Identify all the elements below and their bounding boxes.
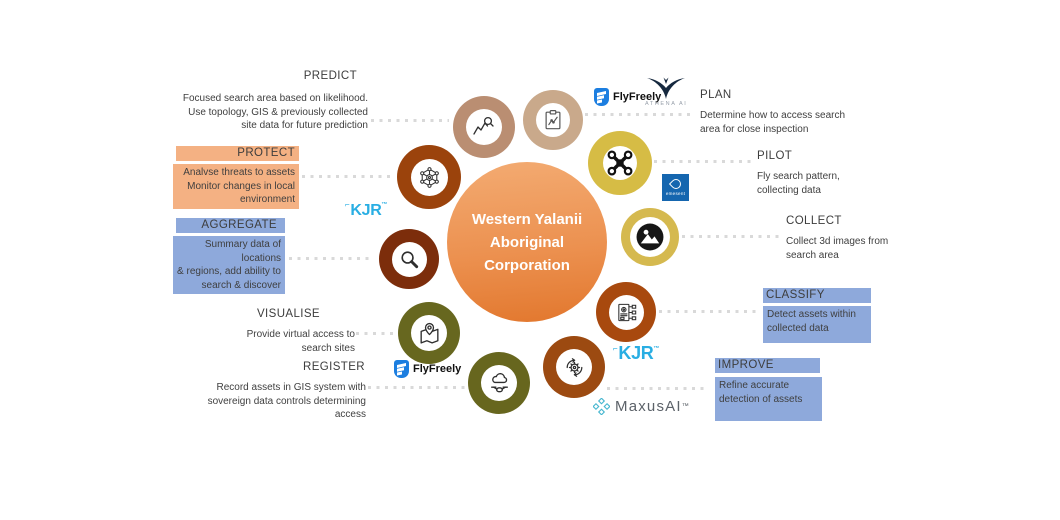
pilot-node xyxy=(588,131,652,195)
connector-classify xyxy=(659,310,759,313)
classify-node xyxy=(596,282,656,342)
emesent-logo: emesent xyxy=(662,174,689,201)
connector-pilot xyxy=(654,160,752,163)
flyfreely-logo-bottom: FlyFreely xyxy=(394,360,461,378)
aggregate-node-inner xyxy=(391,241,427,277)
visualise-node-inner xyxy=(411,315,447,351)
emesent-swirl-icon xyxy=(668,176,683,192)
plan-heading: PLAN xyxy=(700,89,732,101)
trademark-symbol: ™ xyxy=(653,346,660,352)
clipboard-chart-icon xyxy=(545,110,561,130)
gear-refresh-icon xyxy=(566,357,582,377)
kjr-logo-text: KJR xyxy=(618,343,654,363)
register-heading: REGISTER xyxy=(303,361,365,373)
flyfreely-shield-icon xyxy=(394,360,409,378)
kjr-logo-right: ⌐KJR™ xyxy=(613,343,659,364)
pilot-description: Fly search pattern, collecting data xyxy=(757,171,840,196)
predict-description: Focused search area based on likelihood.… xyxy=(182,93,368,131)
protect-node xyxy=(397,145,461,209)
athena-ai-logo: ATHENA AI xyxy=(645,74,687,107)
kjr-logo-text: KJR xyxy=(350,202,382,219)
pilot-heading: PILOT xyxy=(757,150,793,162)
connector-register xyxy=(368,386,466,389)
connector-improve xyxy=(607,387,707,390)
visualise-node xyxy=(398,302,460,364)
aggregate-node xyxy=(379,229,439,289)
connector-visualise xyxy=(356,332,396,335)
aggregate-heading: AGGREGATE xyxy=(176,218,285,233)
magnifier-icon xyxy=(400,250,418,268)
register-description: Record assets in GIS system with soverei… xyxy=(207,382,366,420)
flyfreely-logo-text: FlyFreely xyxy=(413,363,462,375)
connector-protect xyxy=(302,175,394,178)
kjr-mark-icon: ⌐ xyxy=(613,344,618,353)
connector-predict xyxy=(371,119,449,122)
register-node-inner xyxy=(481,365,517,401)
plan-description: Determine how to access search area for … xyxy=(700,110,846,135)
collect-node-inner xyxy=(630,217,670,257)
drone-cloud-icon xyxy=(490,372,508,392)
predict-node-inner xyxy=(466,109,502,145)
drone-icon xyxy=(607,150,633,176)
collect-description: Collect 3d images from search area xyxy=(786,236,889,261)
protect-node-inner xyxy=(410,158,448,196)
flyfreely-logo-text: FlyFreely xyxy=(613,91,662,103)
connector-plan xyxy=(585,113,693,116)
pilot-node-inner xyxy=(603,146,637,180)
center-title-line: Corporation xyxy=(484,256,570,274)
document-classify-icon xyxy=(617,303,636,321)
aggregate-description: Summary data of locations & regions, add… xyxy=(173,236,285,294)
improve-description: Refine accurate detection of assets xyxy=(715,377,822,421)
register-node xyxy=(468,352,530,414)
classify-description: Detect assets within collected data xyxy=(763,306,871,343)
connector-collect xyxy=(682,235,780,238)
visualise-heading: VISUALISE xyxy=(256,308,320,320)
trend-chart-magnifier-icon xyxy=(473,116,494,135)
flyfreely-logo-top: FlyFreely xyxy=(594,88,661,106)
center-org-circle: Western Yalanii Aboriginal Corporation xyxy=(447,162,607,322)
athena-ai-logo-text: ATHENA AI xyxy=(645,101,688,107)
maxusai-logo-text: MaxusAI xyxy=(615,398,682,415)
improve-heading: IMPROVE xyxy=(715,358,820,373)
visualise-description: Provide virtual access to search sites xyxy=(246,329,355,354)
network-gear-icon xyxy=(419,166,439,188)
emesent-logo-text: emesent xyxy=(665,191,686,196)
trademark-symbol: ™ xyxy=(381,202,388,208)
trademark-symbol: ™ xyxy=(681,403,689,410)
plan-node-inner xyxy=(536,103,570,137)
center-title-line: Western Yalanii xyxy=(471,210,583,228)
map-pin-icon xyxy=(419,322,439,344)
kjr-mark-icon: ⌐ xyxy=(345,200,350,209)
classify-heading: CLASSIFY xyxy=(763,288,871,303)
plan-node xyxy=(523,90,583,150)
whale-tail-icon xyxy=(647,77,686,99)
collect-heading: COLLECT xyxy=(786,215,842,227)
center-title-line: Aboriginal xyxy=(489,233,565,251)
protect-description: Analvse threats to assets Monitor change… xyxy=(173,164,299,209)
predict-heading: PREDICT xyxy=(303,70,357,82)
flyfreely-shield-icon xyxy=(594,88,609,106)
classify-node-inner xyxy=(608,294,644,330)
collect-node xyxy=(621,208,679,266)
photo-icon xyxy=(636,223,664,251)
improve-node xyxy=(543,336,605,398)
predict-node xyxy=(453,96,515,158)
protect-heading: PROTECT xyxy=(176,146,299,161)
maxusai-logo: MaxusAI ™ xyxy=(593,398,689,415)
kjr-logo-left: ⌐KJR™ xyxy=(345,200,387,220)
improve-node-inner xyxy=(556,349,592,385)
maxusai-diamond-icon xyxy=(593,398,610,415)
connector-aggregate xyxy=(289,257,373,260)
